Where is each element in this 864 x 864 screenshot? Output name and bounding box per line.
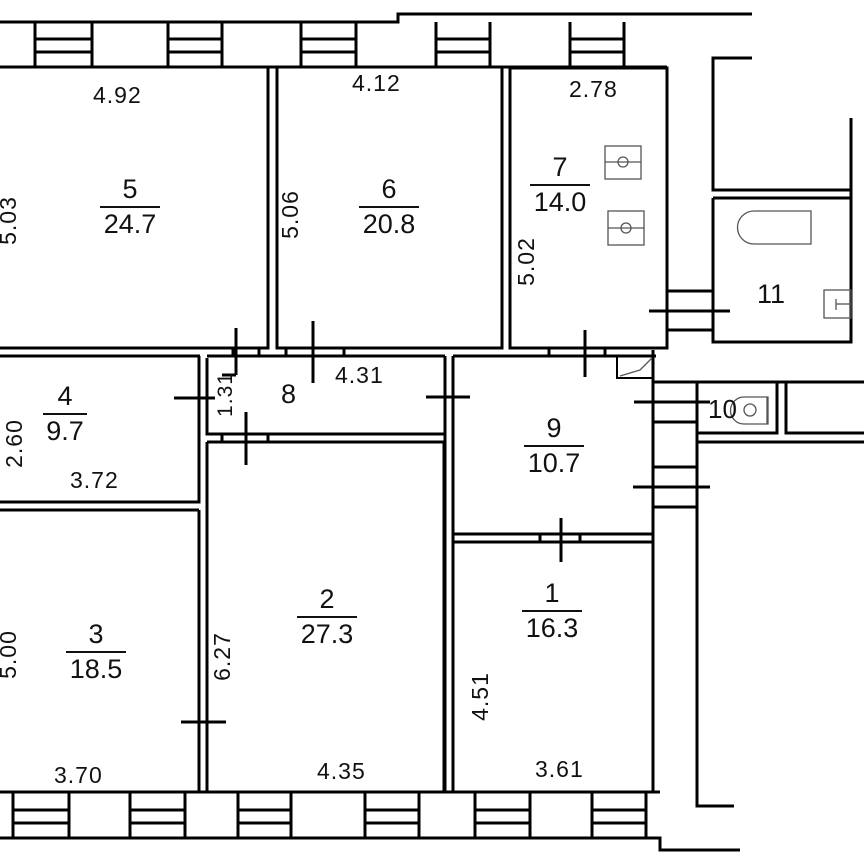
room-2-width: 4.35 (317, 758, 366, 784)
stove-burner-icon (607, 210, 645, 246)
sink-icon (823, 289, 852, 319)
room-area: 16.3 (522, 610, 582, 642)
bottom-exterior-wall (0, 790, 740, 852)
room-6-label: 6 20.8 (359, 176, 419, 238)
bathtub-icon (736, 210, 812, 245)
room-7-width: 2.78 (569, 76, 618, 102)
stove-burner-icon (604, 145, 642, 180)
room-4-length: 2.60 (0, 419, 27, 468)
room-7-length: 5.02 (512, 237, 539, 286)
room-5-walls (0, 68, 270, 350)
room-10-label: 10 (708, 394, 737, 424)
room-1-width: 3.61 (535, 756, 584, 782)
room-number: 6 (381, 174, 397, 204)
room-8-label: 8 (281, 379, 297, 409)
room-number: 2 (319, 584, 335, 614)
room-8-width: 4.31 (335, 362, 384, 388)
room-9-label: 9 10.7 (524, 415, 584, 477)
top-exterior-wall (0, 12, 752, 69)
room-3-length: 5.00 (0, 630, 21, 679)
room-5-width: 4.92 (93, 82, 142, 108)
room-area: 24.7 (100, 206, 160, 238)
room-4-width: 3.72 (70, 467, 119, 493)
room-7-label: 7 14.0 (530, 154, 590, 216)
room-number: 5 (122, 174, 138, 204)
room-5-label: 5 24.7 (100, 176, 160, 238)
room-7-walls (508, 66, 669, 350)
room-number: 4 (57, 381, 73, 411)
room-area: 10.7 (524, 445, 584, 477)
room-1-walls (451, 542, 653, 794)
room-area: 9.7 (43, 413, 87, 445)
room-number: 7 (552, 152, 568, 182)
toilet-icon (729, 396, 769, 425)
room-9-walls (443, 348, 655, 792)
room-area: 14.0 (530, 184, 590, 216)
room-1-length: 4.51 (466, 672, 493, 721)
room-area: 20.8 (359, 206, 419, 238)
room-8-length: 1.31 (213, 372, 237, 417)
room-6-length: 5.06 (276, 190, 303, 239)
room-5-length: 5.03 (0, 196, 21, 245)
room-4-label: 4 9.7 (43, 383, 87, 445)
door-markers (174, 309, 730, 724)
room-4-walls (0, 356, 201, 512)
room-number: 1 (544, 578, 560, 608)
room-area: 18.5 (66, 651, 126, 683)
room-3-width: 3.70 (54, 762, 103, 788)
room-area: 27.3 (297, 616, 357, 648)
room-1-label: 1 16.3 (522, 580, 582, 642)
room-3-label: 3 18.5 (66, 621, 126, 683)
room-number: 9 (546, 413, 562, 443)
room-6-width: 4.12 (352, 70, 401, 96)
room-8-walls (205, 348, 447, 444)
room-3-walls (197, 442, 209, 792)
room-6-walls (275, 68, 504, 350)
room-11-label: 11 (757, 279, 786, 309)
room-number: 3 (88, 619, 104, 649)
right-corridor-walls (653, 56, 864, 808)
room-2-label: 2 27.3 (297, 586, 357, 648)
room-2-length: 6.27 (208, 632, 235, 681)
